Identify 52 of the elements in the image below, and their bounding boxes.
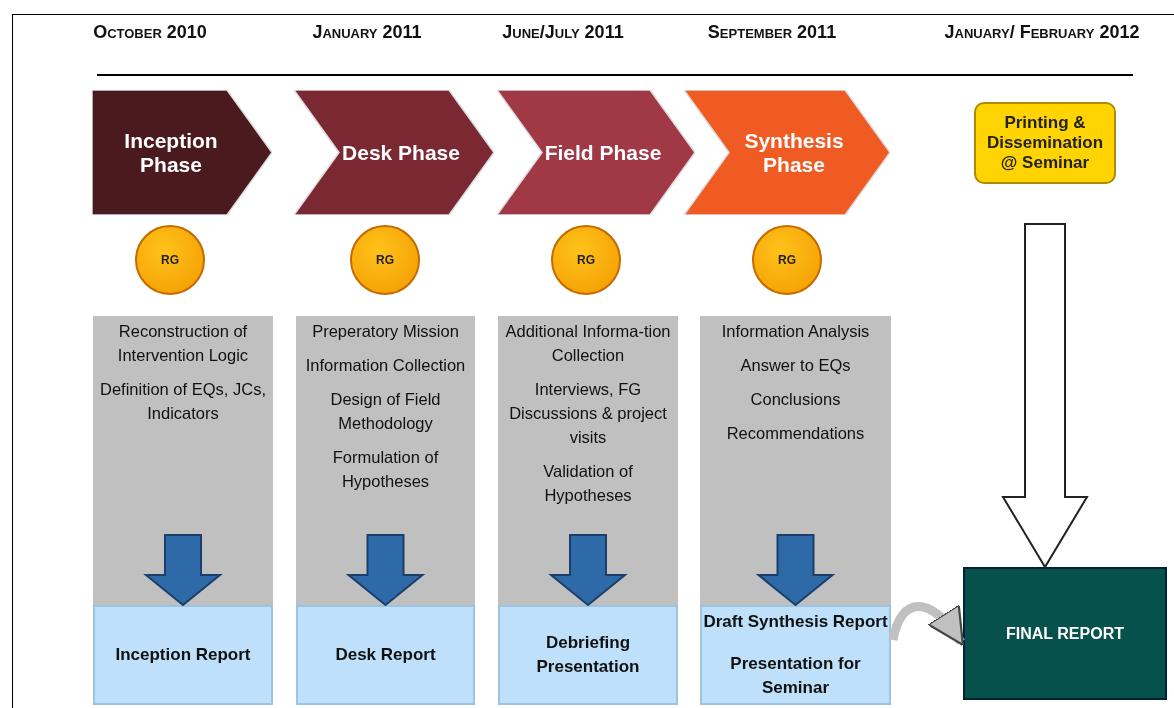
final-report-box — [963, 567, 1167, 700]
phase-banner — [92, 90, 272, 215]
phase-title: Synthesis Phase — [743, 128, 845, 177]
event-box — [974, 102, 1116, 184]
date-heading: January 2011 — [312, 22, 422, 43]
deliverable-title: Presentation for Seminar — [729, 653, 862, 699]
block-arrow — [755, 534, 836, 607]
block-arrow — [1001, 223, 1089, 569]
circle-label: RG — [376, 253, 394, 267]
deliverable-title: Draft Synthesis Report — [703, 611, 888, 633]
deliverable-title: Desk Report — [335, 644, 436, 666]
activity-text: Preperatory Mission — [312, 321, 459, 342]
phase-banner — [294, 90, 494, 215]
deliverable-box — [498, 605, 678, 705]
circle-label: RG — [778, 253, 796, 267]
deliverable-box — [296, 605, 475, 705]
activity-text: Design of Field Methodology — [329, 389, 442, 434]
activity-text: Definition of EQs, JCs, Indicators — [99, 379, 267, 424]
date-heading: January/ February 2012 — [944, 22, 1140, 43]
date-heading: September 2011 — [707, 22, 837, 43]
activity-text: Validation of Hypotheses — [542, 461, 634, 506]
activity-text: Recommendations — [726, 423, 865, 444]
phase-title: Inception Phase — [123, 128, 219, 177]
activity-text: Information Analysis — [721, 321, 870, 342]
activity-text: Reconstruction of Intervention Logic — [116, 321, 250, 366]
phase-title: Desk Phase — [342, 140, 460, 165]
final-report-title: FINAL REPORT — [1006, 624, 1124, 643]
activity-panel — [93, 316, 273, 605]
activity-panel — [700, 316, 891, 605]
phase-title: Field Phase — [544, 140, 662, 165]
event-title: Printing & Dissemination @ Seminar — [985, 113, 1105, 173]
activity-text: Interviews, FG Discussions & project visits — [508, 379, 668, 448]
activity-text: Information Collection — [305, 355, 466, 376]
block-arrow — [345, 534, 426, 607]
activity-panel — [498, 316, 678, 605]
deliverable-title: Debriefing Presentation — [535, 632, 641, 678]
phase-banner — [684, 90, 890, 215]
date-heading: October 2010 — [93, 22, 207, 43]
activity-text: Conclusions — [750, 389, 841, 410]
circle-label: RG — [161, 253, 179, 267]
activity-panel — [296, 316, 475, 605]
activity-text: Formulation of Hypotheses — [331, 447, 440, 492]
activity-text: Additional Informa-tion Collection — [504, 321, 672, 366]
date-heading: June/July 2011 — [502, 22, 624, 43]
block-arrow — [143, 534, 223, 607]
circle-label: RG — [577, 253, 595, 267]
block-arrow — [548, 534, 628, 607]
deliverable-box — [700, 605, 891, 705]
phase-banner — [497, 90, 695, 215]
deliverable-box — [93, 605, 273, 705]
deliverable-title: Inception Report — [115, 644, 251, 666]
activity-text: Answer to EQs — [740, 355, 851, 376]
